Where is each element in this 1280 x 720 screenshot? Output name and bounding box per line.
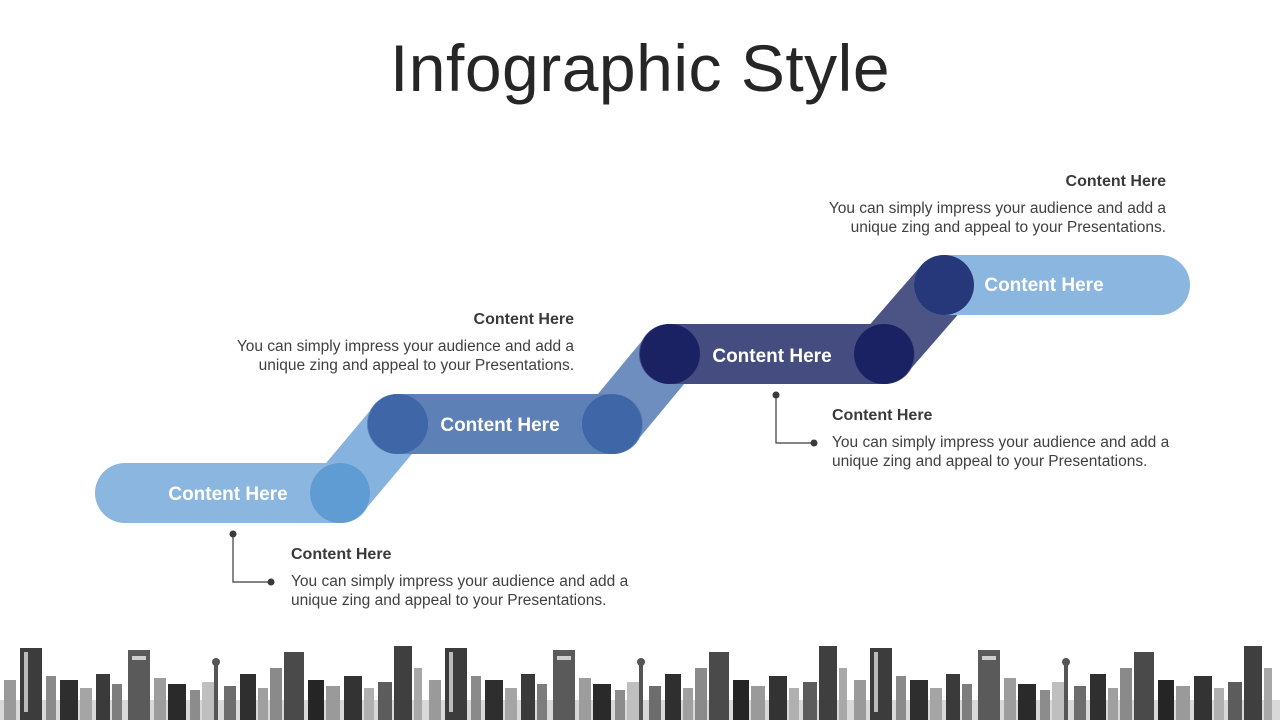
callout-body-line: unique zing and appeal to your Presentat… <box>291 592 607 609</box>
callout-body-line: unique zing and appeal to your Presentat… <box>832 453 1148 470</box>
step-label-2: Content Here <box>440 415 559 436</box>
callout-body: You can simply impress your audience and… <box>214 337 574 375</box>
callout-top-right: Content Here You can simply impress your… <box>806 173 1166 237</box>
city-skyline-image <box>0 646 1280 720</box>
joint-circle-3a <box>640 324 700 384</box>
leader-dot-1b <box>267 578 275 586</box>
joint-circle-1 <box>310 463 370 523</box>
slide-title: Infographic Style <box>389 31 891 105</box>
callout-heading: Content Here <box>1065 173 1166 190</box>
joint-circle-3b <box>854 324 914 384</box>
callout-body-line: You can simply impress your audience and… <box>832 434 1170 451</box>
joint-circle-4 <box>914 255 974 315</box>
callout-body-line: unique zing and appeal to your Presentat… <box>258 357 574 374</box>
joint-circle-2b <box>582 394 642 454</box>
step-label-3: Content Here <box>712 346 831 367</box>
joint-circle-2a <box>368 394 428 454</box>
callout-middle-left: Content Here You can simply impress your… <box>214 311 574 375</box>
callout-heading: Content Here <box>832 407 933 424</box>
callout-heading: Content Here <box>473 311 574 328</box>
leader-dot-3a <box>772 391 780 399</box>
leader-dot-3b <box>810 439 818 447</box>
callout-middle-right: Content Here You can simply impress your… <box>832 407 1192 471</box>
callout-heading: Content Here <box>291 546 392 563</box>
callout-body: You can simply impress your audience and… <box>291 572 651 610</box>
callout-body-line: You can simply impress your audience and… <box>291 573 629 590</box>
step-bar-3 <box>639 324 915 384</box>
callout-body: You can simply impress your audience and… <box>832 433 1192 471</box>
callout-body-line: unique zing and appeal to your Presentat… <box>850 219 1166 236</box>
callout-body: You can simply impress your audience and… <box>806 199 1166 237</box>
callout-body-line: You can simply impress your audience and… <box>236 338 574 355</box>
leader-line-3 <box>775 395 814 444</box>
leader-line-1 <box>232 534 271 583</box>
step-bar-2 <box>367 394 643 454</box>
step-label-1: Content Here <box>168 484 287 505</box>
callout-body-line: You can simply impress your audience and… <box>828 200 1166 217</box>
step-label-4: Content Here <box>984 275 1103 296</box>
callout-bottom-left: Content Here You can simply impress your… <box>291 546 651 610</box>
step-bar-4 <box>914 255 1190 315</box>
step-bar-1 <box>95 463 371 523</box>
leader-dot-1a <box>229 530 237 538</box>
